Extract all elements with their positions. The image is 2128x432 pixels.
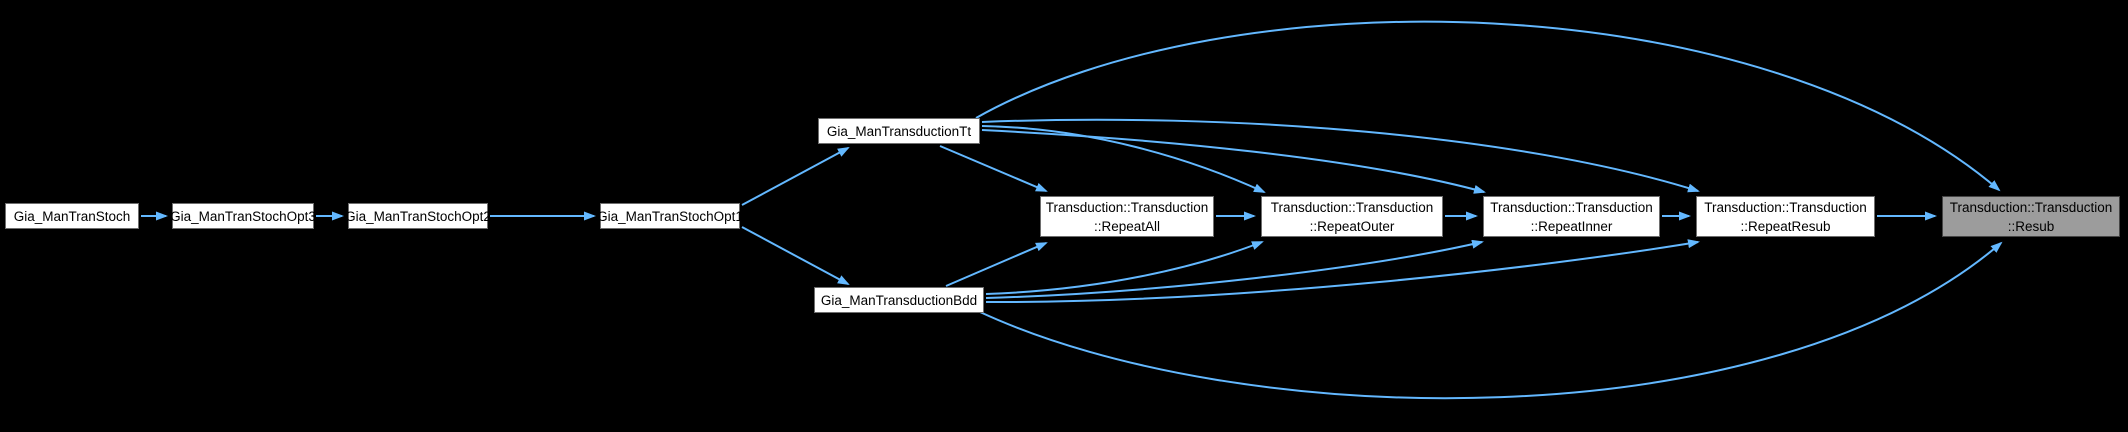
node-label-line2: ::RepeatInner: [1530, 218, 1613, 234]
node-label-line2: ::RepeatResub: [1740, 218, 1831, 234]
edge-tt-to-resub: [975, 20, 2001, 192]
node-label: Gia_ManTranStoch: [13, 208, 131, 224]
node-label-line1: Transduction::Transduction: [1704, 199, 1867, 215]
node-gia-man-transduction-bdd[interactable]: Gia_ManTransductionBdd: [814, 287, 984, 313]
node-label: Gia_ManTranStochOpt3: [170, 208, 316, 224]
edge-opt1-to-tt: [741, 147, 850, 206]
edge-bdd-to-repeatouter: [985, 241, 1264, 295]
node-gia-man-tran-stoch-opt1[interactable]: Gia_ManTranStochOpt1: [597, 203, 743, 229]
edge-bdd-to-repeatinner: [985, 239, 1484, 299]
node-label-line1: Transduction::Transduction: [1490, 199, 1653, 215]
node-transduction-repeat-all[interactable]: Transduction::Transduction ::RepeatAll: [1040, 196, 1214, 237]
node-gia-man-tran-stoch-opt2[interactable]: Gia_ManTranStochOpt2: [345, 203, 491, 229]
node-label-line1: Transduction::Transduction: [1045, 199, 1209, 215]
node-transduction-repeat-inner[interactable]: Transduction::Transduction ::RepeatInner: [1483, 196, 1660, 237]
node-label: Gia_ManTranStochOpt2: [345, 208, 491, 224]
node-transduction-repeat-resub[interactable]: Transduction::Transduction ::RepeatResub: [1696, 196, 1875, 237]
node-label: Gia_ManTransductionTt: [826, 123, 972, 139]
node-label: Gia_ManTransductionBdd: [820, 292, 978, 308]
node-label-line2: ::RepeatOuter: [1309, 218, 1395, 234]
node-gia-man-transduction-tt[interactable]: Gia_ManTransductionTt: [818, 118, 980, 144]
edge-bdd-to-resub: [979, 241, 2003, 400]
edge-tt-to-repeatinner: [981, 129, 1486, 194]
node-transduction-repeat-outer[interactable]: Transduction::Transduction ::RepeatOuter: [1261, 196, 1443, 237]
edge-opt1-to-bdd: [741, 226, 850, 285]
node-label-line2: ::Resub: [2007, 218, 2055, 234]
edge-tt-to-repeatouter: [981, 125, 1266, 193]
node-transduction-resub-current: Transduction::Transduction ::Resub: [1942, 196, 2120, 237]
node-label: Gia_ManTranStochOpt1: [597, 208, 743, 224]
edge-tt-to-repeatresub: [981, 118, 1700, 193]
node-gia-man-tran-stoch[interactable]: Gia_ManTranStoch: [5, 203, 139, 229]
node-label-line1: Transduction::Transduction: [1949, 199, 2113, 215]
edge-tt-to-repeatall: [939, 145, 1048, 192]
edge-bdd-to-repeatall: [945, 242, 1048, 287]
node-label-line2: ::RepeatAll: [1093, 218, 1161, 234]
node-gia-man-tran-stoch-opt3[interactable]: Gia_ManTranStochOpt3: [170, 203, 316, 229]
edge-bdd-to-repeatresub: [985, 239, 1700, 304]
node-label-line1: Transduction::Transduction: [1270, 199, 1434, 215]
